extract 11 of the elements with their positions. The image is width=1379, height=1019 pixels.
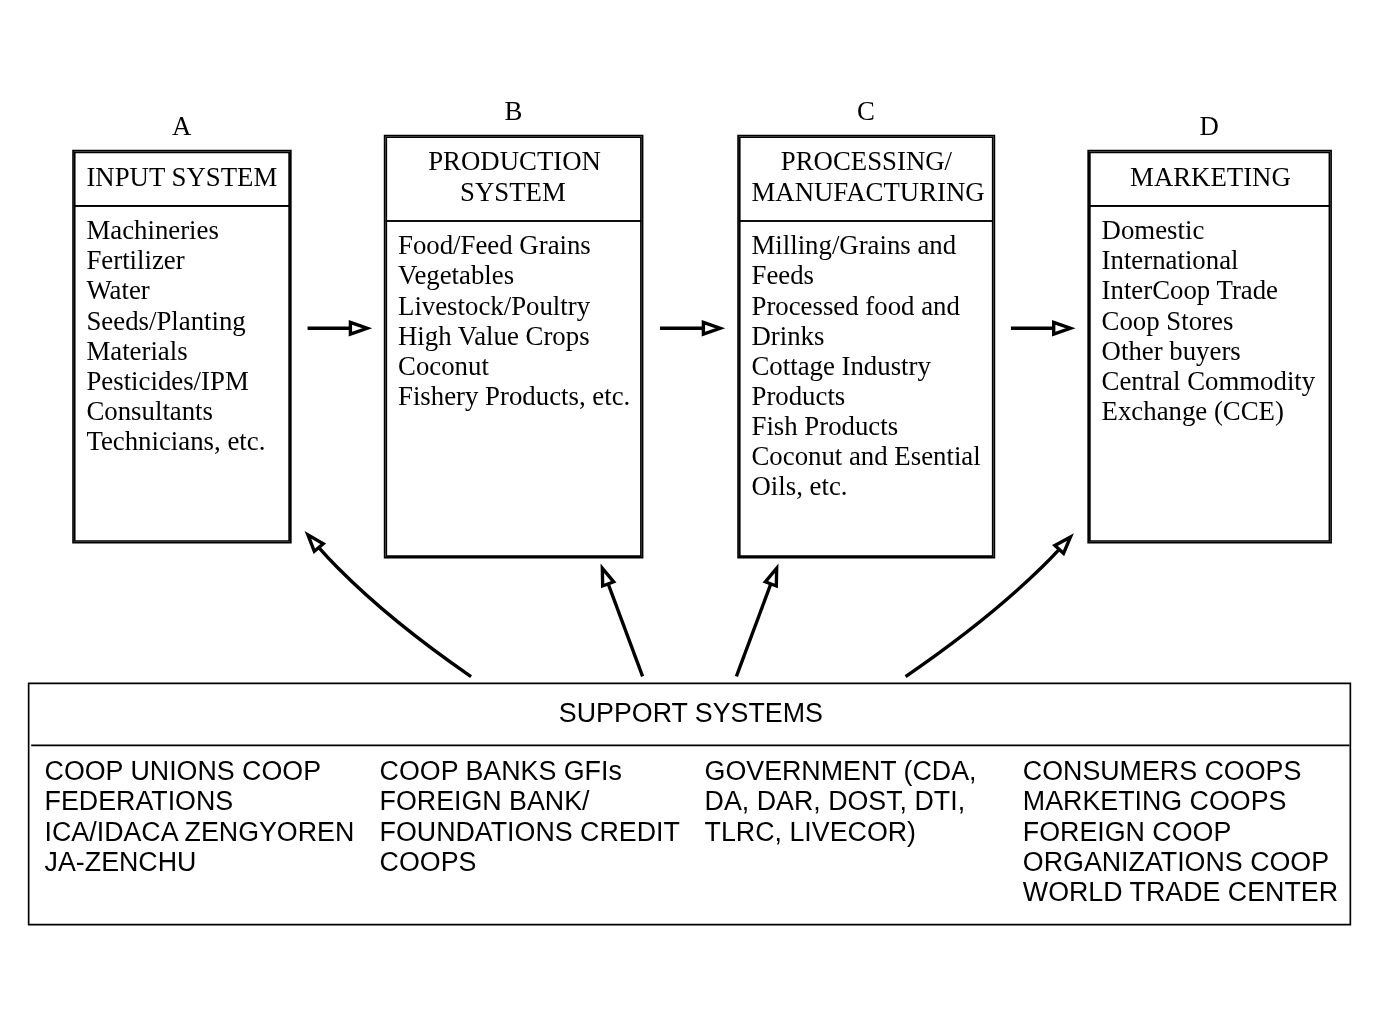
- arrow: [1010, 319, 1076, 336]
- arrow: [304, 530, 472, 678]
- node-label: A: [171, 110, 192, 141]
- node-label: D: [1199, 110, 1219, 141]
- arrow: [600, 562, 645, 677]
- arrow: [307, 319, 373, 336]
- node-label: B: [504, 95, 523, 126]
- arrow: [659, 319, 726, 336]
- arrow: [734, 562, 779, 677]
- arrow: [904, 532, 1074, 678]
- node-label: C: [857, 95, 875, 126]
